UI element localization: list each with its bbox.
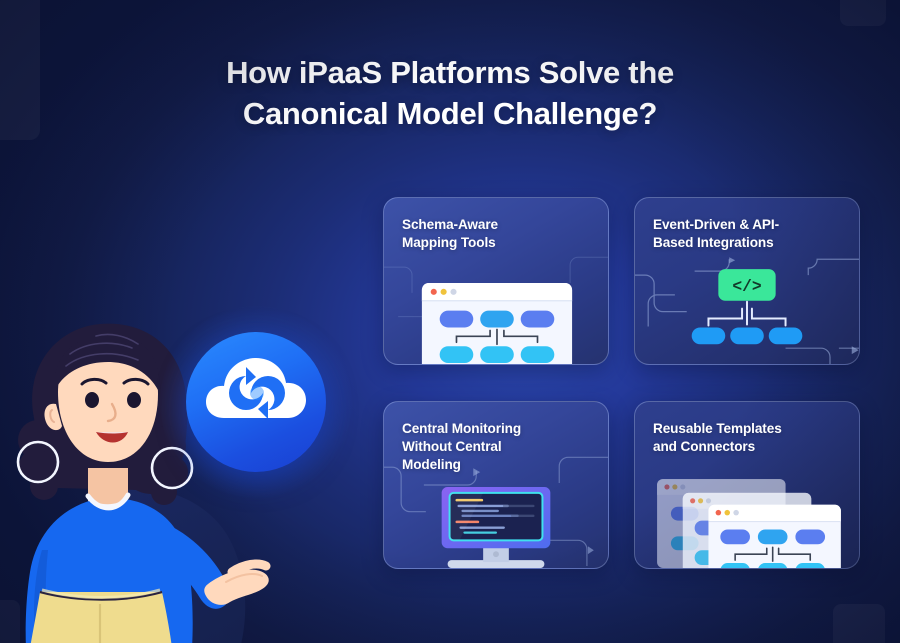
card-title-reusable-templates-and-connectors: Reusable Templates and Connectors [653,420,845,456]
card-title-line-2: Mapping Tools [402,235,496,251]
cloud-sync-icon [206,358,306,418]
feature-card-grid: Schema-Aware Mapping Tools [383,197,869,569]
card-title-line-3: Modeling [402,457,461,473]
page-title: How iPaaS Platforms Solve the Canonical … [0,52,900,134]
page-title-line-2: Canonical Model Challenge? [242,96,658,132]
card-title-line-1: Reusable Templates [653,421,782,436]
cloud-sync-orb [160,306,352,498]
code-glyph: </> [732,277,761,296]
card-schema-aware-mapping-tools[interactable]: Schema-Aware Mapping Tools [383,197,609,365]
card-title-central-monitoring-without-central-modeling: Central Monitoring Without Central Model… [402,420,594,474]
card-title-line-2: and Connectors [653,439,756,455]
card-event-driven-api-based-integrations[interactable]: Event-Driven & API- Based Integrations [634,197,860,365]
card-title-line-2: Without Central [402,439,502,455]
card-title-line-1: Schema-Aware [402,217,499,232]
card-title-line-2: Based Integrations [653,235,774,251]
card-reusable-templates-and-connectors[interactable]: Reusable Templates and Connectors [634,401,860,569]
card-title-line-1: Central Monitoring [402,421,522,436]
decorative-square-top-right [840,0,886,26]
card-central-monitoring-without-central-modeling[interactable]: Central Monitoring Without Central Model… [383,401,609,569]
card-title-schema-aware-mapping-tools: Schema-Aware Mapping Tools [402,216,594,252]
decorative-square-bottom-right [833,604,885,643]
card-title-line-1: Event-Driven & API- [653,217,780,232]
page-title-line-1: How iPaaS Platforms Solve the [226,55,674,90]
card-title-event-driven-api-based-integrations: Event-Driven & API- Based Integrations [653,216,845,252]
